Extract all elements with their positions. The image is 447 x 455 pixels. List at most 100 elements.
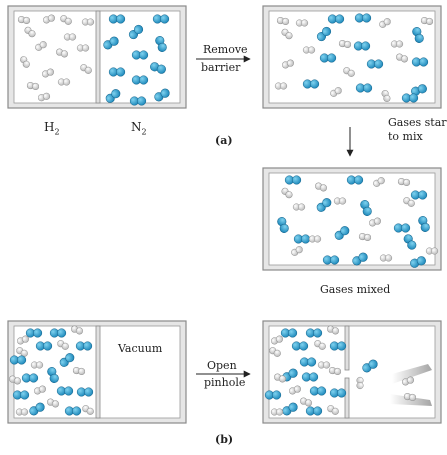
n2-molecule — [12, 390, 30, 400]
h2-label-text: H — [44, 120, 55, 134]
n2-molecule — [353, 41, 371, 51]
h2-molecule — [57, 78, 71, 86]
n2-label-sub: 2 — [141, 127, 147, 137]
h2-molecule — [379, 254, 393, 262]
h2-molecule — [274, 82, 288, 90]
gases-mixed-label: Gases mixed — [320, 283, 391, 296]
h2-molecule — [369, 217, 381, 227]
n2-molecule — [131, 50, 149, 60]
n2-label-text: N — [131, 120, 142, 134]
h2-molecule — [330, 87, 342, 97]
n2-molecule — [355, 83, 373, 93]
n2-molecule — [411, 84, 427, 96]
n2-molecule — [59, 353, 75, 367]
n2-molecule — [352, 252, 368, 266]
h2-molecule — [328, 366, 342, 376]
n2-molecule — [9, 355, 27, 365]
h2-molecule — [396, 53, 408, 63]
n2-molecule — [35, 341, 53, 351]
h2-label: H2 — [44, 121, 60, 138]
n2-molecule — [293, 234, 311, 244]
h2-molecule — [269, 347, 281, 357]
n2-molecule — [316, 198, 332, 212]
h2-molecule — [30, 361, 44, 369]
h2-molecule — [26, 81, 40, 91]
n2-molecule — [108, 67, 126, 77]
h2-molecule — [327, 325, 339, 335]
molecules — [9, 13, 439, 416]
h2-molecule — [35, 41, 47, 51]
h2-molecule — [295, 19, 309, 27]
n2-molecule — [282, 402, 298, 416]
h2-molecule — [343, 67, 355, 77]
h2-molecule — [358, 232, 372, 242]
h2-molecule — [403, 392, 417, 402]
h2-molecule — [291, 246, 303, 256]
h2-molecule — [292, 203, 306, 211]
n2-molecule — [412, 27, 424, 43]
h2-molecule — [356, 376, 364, 390]
n2-molecule — [366, 59, 384, 69]
n2-molecule — [327, 14, 345, 24]
n2-molecule — [131, 75, 149, 85]
n2-molecule — [322, 255, 340, 265]
vacuum-label: Vacuum — [118, 342, 163, 355]
n2-molecule — [319, 53, 337, 63]
h2-molecule — [71, 325, 83, 335]
h2-molecule — [338, 39, 352, 49]
n2-molecule — [299, 357, 317, 367]
h2-molecule — [81, 18, 95, 26]
n2-molecule — [302, 79, 320, 89]
n2-molecule — [329, 388, 347, 398]
h2-molecule — [333, 197, 347, 205]
n2-molecule — [329, 341, 347, 351]
n2-molecule — [108, 14, 126, 24]
barrier — [95, 10, 101, 104]
n2-molecule — [21, 373, 39, 383]
remove-barrier-label-1: Remove — [203, 43, 248, 56]
h2-molecule — [63, 33, 77, 41]
n2-molecule — [316, 26, 332, 42]
remove-barrier-label-2: barrier — [201, 61, 241, 74]
h2-molecule — [24, 26, 36, 38]
n2-molecule — [152, 14, 170, 24]
n2-molecule — [150, 62, 166, 74]
n2-molecule — [25, 328, 43, 338]
n2-molecule — [277, 217, 289, 233]
h2-molecule — [315, 182, 327, 192]
n2-molecule — [29, 402, 45, 416]
n2-molecule — [410, 190, 428, 200]
n2-molecule — [305, 328, 323, 338]
n2-molecule — [280, 328, 298, 338]
h2-molecule — [16, 347, 28, 357]
h2-molecule — [42, 68, 54, 78]
h2-molecule — [17, 335, 29, 345]
h2-molecule — [270, 408, 284, 416]
h2-molecule — [15, 408, 29, 416]
barrier — [95, 325, 101, 419]
h2-molecule — [60, 15, 72, 25]
n2-molecule — [401, 93, 419, 103]
h2-molecule — [327, 405, 339, 415]
n2-molecule — [129, 96, 147, 106]
h2-label-sub: 2 — [54, 127, 60, 137]
h2-molecule — [281, 28, 293, 40]
h2-molecule — [17, 15, 31, 25]
n2-molecule — [128, 24, 144, 40]
n2-molecule — [411, 57, 429, 67]
barrier-lower — [344, 377, 350, 419]
n2-molecule — [362, 359, 378, 373]
h2-molecule — [308, 235, 322, 243]
n2-molecule — [403, 234, 417, 250]
h2-molecule — [289, 385, 301, 395]
part-b-label: (b) — [215, 433, 234, 446]
n2-molecule — [154, 88, 170, 102]
h2-molecule — [425, 247, 439, 255]
h2-molecule — [9, 375, 21, 385]
h2-molecule — [271, 335, 283, 345]
h2-molecule — [402, 376, 414, 386]
n2-molecule — [410, 256, 426, 268]
h2-molecule — [302, 46, 316, 54]
h2-molecule — [397, 177, 411, 187]
